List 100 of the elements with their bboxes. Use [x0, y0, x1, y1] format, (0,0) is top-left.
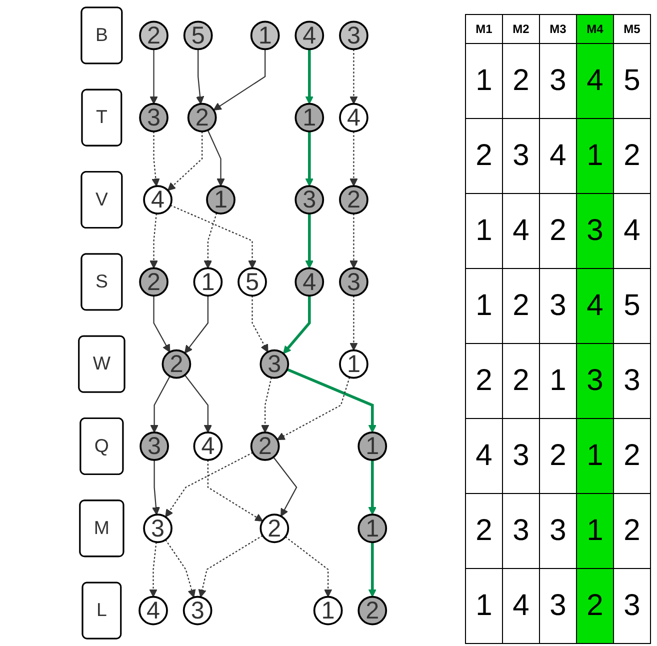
table-cell: 1	[576, 418, 614, 494]
arrow	[153, 296, 170, 352]
column-header: M2	[502, 14, 540, 44]
table-cell: 3	[576, 344, 614, 418]
arrow	[213, 49, 266, 110]
node-circle: 3	[339, 267, 368, 297]
table-cell: 2	[502, 344, 540, 418]
node-circle: 2	[162, 349, 192, 379]
column-header: M1	[466, 14, 502, 44]
node-circle: 3	[260, 349, 290, 379]
node-circle: 3	[294, 185, 324, 214]
table-cell: 2	[466, 118, 502, 194]
column-header: M5	[614, 14, 650, 44]
node-circle: 2	[187, 102, 217, 132]
column-header: M4	[576, 14, 614, 44]
node-circle: 2	[250, 432, 280, 461]
table-cell: 4	[502, 194, 540, 268]
table-cell: 2	[502, 268, 540, 344]
node-circle: 3	[139, 102, 168, 132]
arrow	[152, 460, 160, 516]
arrow	[350, 131, 358, 186]
node-circle: 2	[260, 514, 290, 544]
arrow	[305, 49, 314, 104]
table-cell: 2	[614, 118, 650, 194]
table-cell: 4	[502, 568, 540, 644]
arrow	[149, 542, 158, 598]
node-circle: 2	[339, 185, 368, 214]
node-circle: 1	[339, 349, 368, 379]
node-circle: 2	[139, 20, 168, 50]
arrow	[276, 377, 350, 440]
arrow	[207, 130, 225, 186]
table-cell: 1	[576, 118, 614, 194]
table-cell: 1	[576, 494, 614, 568]
arrow	[184, 296, 208, 354]
table-cell: 1	[466, 44, 502, 118]
table-cell: 3	[576, 194, 614, 268]
table-cell: 2	[614, 494, 650, 568]
arrow	[350, 49, 358, 104]
table-cell: 2	[466, 344, 502, 418]
arrow	[286, 368, 376, 433]
arrow	[305, 214, 314, 269]
node-circle: 1	[358, 514, 388, 544]
arrow	[305, 131, 314, 186]
node-circle: 1	[294, 102, 324, 132]
node-circle: 4	[294, 20, 324, 50]
table-cell: 5	[614, 44, 650, 118]
table-cell: 4	[466, 418, 502, 494]
arrow	[165, 539, 196, 598]
arrow	[285, 536, 332, 598]
node-circle: 4	[294, 267, 324, 297]
node-circle: 4	[138, 596, 168, 626]
arrow	[282, 296, 311, 354]
table-cell: 1	[466, 194, 502, 268]
arrow	[252, 296, 268, 352]
node-circle: 4	[339, 102, 368, 132]
arrow	[170, 204, 256, 269]
table-cell: 3	[614, 568, 650, 644]
table-cell: 3	[614, 344, 650, 418]
node-circle: 1	[250, 20, 280, 50]
arrow	[350, 214, 358, 269]
arrow	[198, 535, 263, 598]
table-cell: 1	[466, 568, 502, 644]
arrow	[152, 131, 160, 186]
node-circle: 4	[143, 185, 172, 214]
arrow	[150, 376, 170, 433]
arrow	[168, 131, 203, 191]
arrow	[165, 452, 254, 518]
node-circle: 4	[193, 432, 223, 461]
node-circle: 1	[313, 596, 343, 626]
table-cell: 4	[576, 44, 614, 118]
table-cell: 2	[466, 494, 502, 568]
arrow	[150, 213, 158, 269]
table-cell: 2	[614, 418, 650, 494]
node-circle: 3	[182, 596, 212, 626]
arrow	[260, 377, 272, 433]
node-circle: 2	[358, 596, 388, 626]
table-cell: 3	[502, 494, 540, 568]
node-circle: 5	[183, 20, 213, 50]
arrow	[196, 49, 204, 104]
table-cell: 3	[502, 418, 540, 494]
node-circle: 5	[238, 267, 267, 297]
node-circle: 2	[139, 267, 168, 297]
table-cell: 4	[614, 194, 650, 268]
node-circle: 1	[358, 432, 388, 461]
arrow	[207, 460, 264, 522]
arrow	[368, 460, 376, 515]
node-circle: 3	[140, 432, 169, 461]
table-cell: 2	[502, 44, 540, 118]
arrow	[184, 374, 212, 433]
table-cell: 5	[614, 268, 650, 344]
arrow	[368, 542, 376, 598]
node-circle: 3	[339, 20, 368, 50]
arrow	[204, 212, 218, 269]
arrow	[273, 456, 298, 517]
node-circle: 1	[206, 185, 236, 214]
table-cell: 3	[502, 118, 540, 194]
node-circle: 3	[143, 514, 172, 544]
table-cell: 1	[466, 268, 502, 344]
node-circle: 1	[193, 267, 223, 297]
table-cell: 4	[576, 268, 614, 344]
